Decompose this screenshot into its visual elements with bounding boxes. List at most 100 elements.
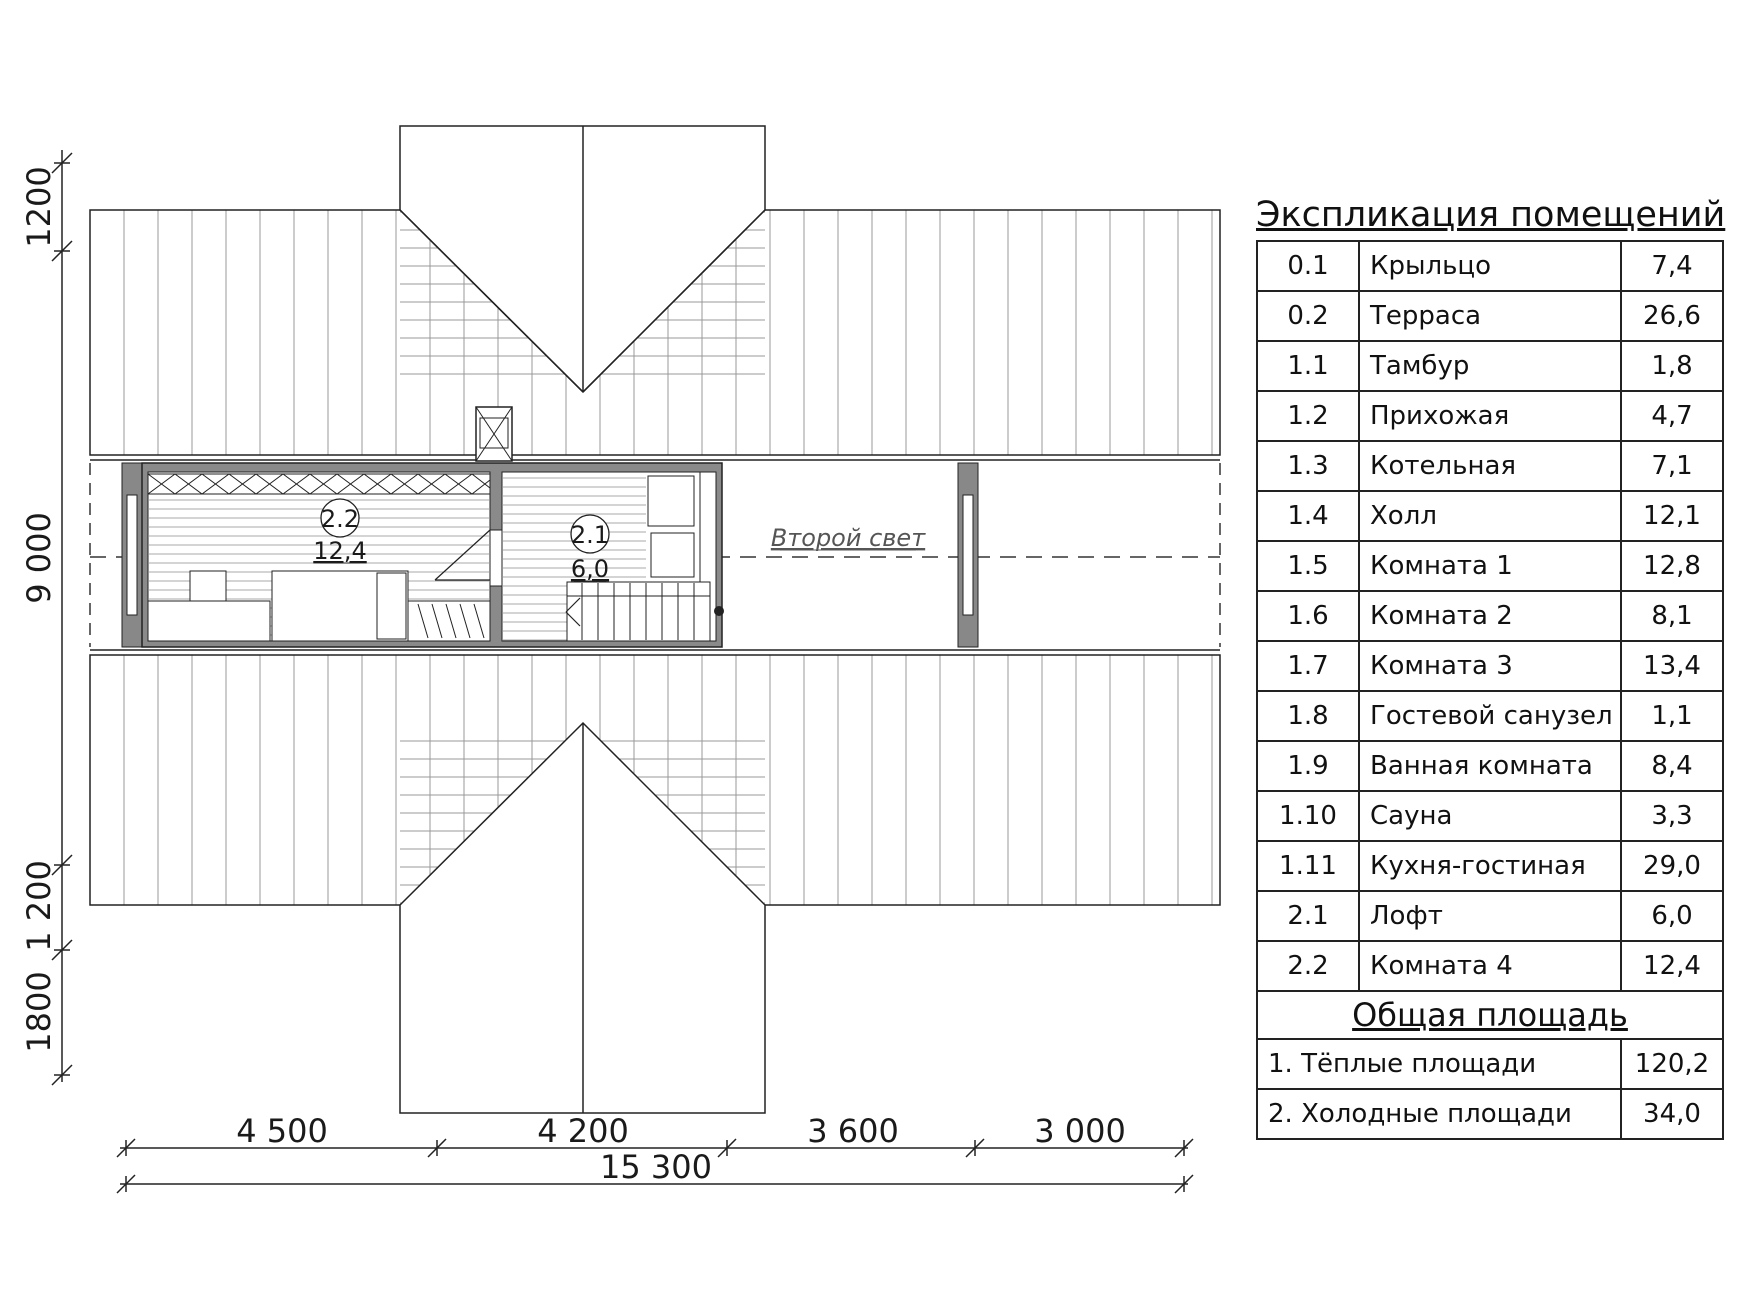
total-title: Общая площадь bbox=[1256, 990, 1724, 1040]
row-area: 12,1 bbox=[1620, 490, 1724, 542]
row-name: Кухня-гостиная bbox=[1358, 840, 1622, 892]
row-area: 8,4 bbox=[1620, 740, 1724, 792]
roof-outline bbox=[89, 125, 1221, 1114]
storage-strip bbox=[147, 473, 491, 495]
staircase bbox=[566, 581, 711, 642]
row-num: 1.6 bbox=[1256, 590, 1360, 642]
row-area: 7,4 bbox=[1620, 240, 1724, 292]
room-2-2-marker bbox=[320, 498, 360, 538]
desk bbox=[147, 600, 271, 642]
row-num: 1.2 bbox=[1256, 390, 1360, 442]
row-num: 1.8 bbox=[1256, 690, 1360, 742]
room-2-2-area: 12,4 bbox=[313, 537, 366, 565]
row-num: 1.1 bbox=[1256, 340, 1360, 392]
room-2-2-id: 2.2 bbox=[321, 505, 359, 533]
dim-left-1200-bottom: 1 200 bbox=[20, 860, 58, 952]
wardrobe bbox=[407, 600, 491, 642]
row-num: 1.11 bbox=[1256, 840, 1360, 892]
row-num: 0.1 bbox=[1256, 240, 1360, 292]
dim-bottom-3600: 3 600 bbox=[807, 1112, 899, 1150]
row-area: 29,0 bbox=[1620, 840, 1724, 892]
row-name: Комната 1 bbox=[1358, 540, 1622, 592]
row-name: Прихожая bbox=[1358, 390, 1622, 442]
skylight-1 bbox=[647, 475, 695, 527]
row-area: 4,7 bbox=[1620, 390, 1724, 442]
total-warm-area: 120,2 bbox=[1620, 1038, 1724, 1090]
row-name: Тамбур bbox=[1358, 340, 1622, 392]
dimension-lines bbox=[51, 150, 1194, 1194]
total-cold-name: 2. Холодные площади bbox=[1256, 1088, 1622, 1140]
row-name: Комната 3 bbox=[1358, 640, 1622, 692]
row-name: Комната 2 bbox=[1358, 590, 1622, 642]
row-name: Комната 4 bbox=[1358, 940, 1622, 992]
row-area: 3,3 bbox=[1620, 790, 1724, 842]
row-area: 13,4 bbox=[1620, 640, 1724, 692]
dim-left-1800: 1800 bbox=[20, 971, 58, 1052]
row-name: Холл bbox=[1358, 490, 1622, 542]
room-2-1-area: 6,0 bbox=[571, 555, 609, 583]
row-num: 1.4 bbox=[1256, 490, 1360, 542]
attic-floor: 2.2 12,4 2.1 6,0 Второй свет bbox=[89, 406, 1221, 648]
row-area: 1,8 bbox=[1620, 340, 1724, 392]
explication-title: Экспликация помещений bbox=[1256, 195, 1726, 235]
row-area: 7,1 bbox=[1620, 440, 1724, 492]
dim-left-9000: 9 000 bbox=[20, 512, 58, 604]
dim-bottom-4500: 4 500 bbox=[236, 1112, 328, 1150]
row-num: 1.5 bbox=[1256, 540, 1360, 592]
row-name: Котельная bbox=[1358, 440, 1622, 492]
second-light-label: Второй свет bbox=[771, 524, 926, 552]
dim-left-1200-top: 1200 bbox=[20, 166, 58, 247]
row-num: 2.1 bbox=[1256, 890, 1360, 942]
row-num: 1.10 bbox=[1256, 790, 1360, 842]
window-left bbox=[126, 494, 138, 616]
row-area: 26,6 bbox=[1620, 290, 1724, 342]
row-area: 8,1 bbox=[1620, 590, 1724, 642]
row-area: 1,1 bbox=[1620, 690, 1724, 742]
total-warm-name: 1. Тёплые площади bbox=[1256, 1038, 1622, 1090]
row-num: 0.2 bbox=[1256, 290, 1360, 342]
row-num: 1.9 bbox=[1256, 740, 1360, 792]
door-opening bbox=[489, 529, 503, 587]
row-name: Ванная комната bbox=[1358, 740, 1622, 792]
chair bbox=[189, 570, 227, 602]
dim-bottom-3000: 3 000 bbox=[1034, 1112, 1126, 1150]
window-right bbox=[962, 494, 974, 616]
skylight-2 bbox=[650, 532, 695, 578]
row-name: Сауна bbox=[1358, 790, 1622, 842]
total-cold-area: 34,0 bbox=[1620, 1088, 1724, 1140]
row-name: Крыльцо bbox=[1358, 240, 1622, 292]
row-name: Гостевой санузел bbox=[1358, 690, 1622, 742]
dim-bottom-4200: 4 200 bbox=[537, 1112, 629, 1150]
room-2-1-id: 2.1 bbox=[571, 521, 609, 549]
row-area: 12,4 bbox=[1620, 940, 1724, 992]
row-num: 1.7 bbox=[1256, 640, 1360, 692]
row-num: 1.3 bbox=[1256, 440, 1360, 492]
row-name: Терраса bbox=[1358, 290, 1622, 342]
row-area: 12,8 bbox=[1620, 540, 1724, 592]
room-2-1-marker bbox=[570, 514, 610, 554]
total-title-row: Общая площадь bbox=[1256, 990, 1724, 1040]
row-num: 2.2 bbox=[1256, 940, 1360, 992]
row-area: 6,0 bbox=[1620, 890, 1724, 942]
dim-overall-15300: 15 300 bbox=[600, 1148, 712, 1186]
